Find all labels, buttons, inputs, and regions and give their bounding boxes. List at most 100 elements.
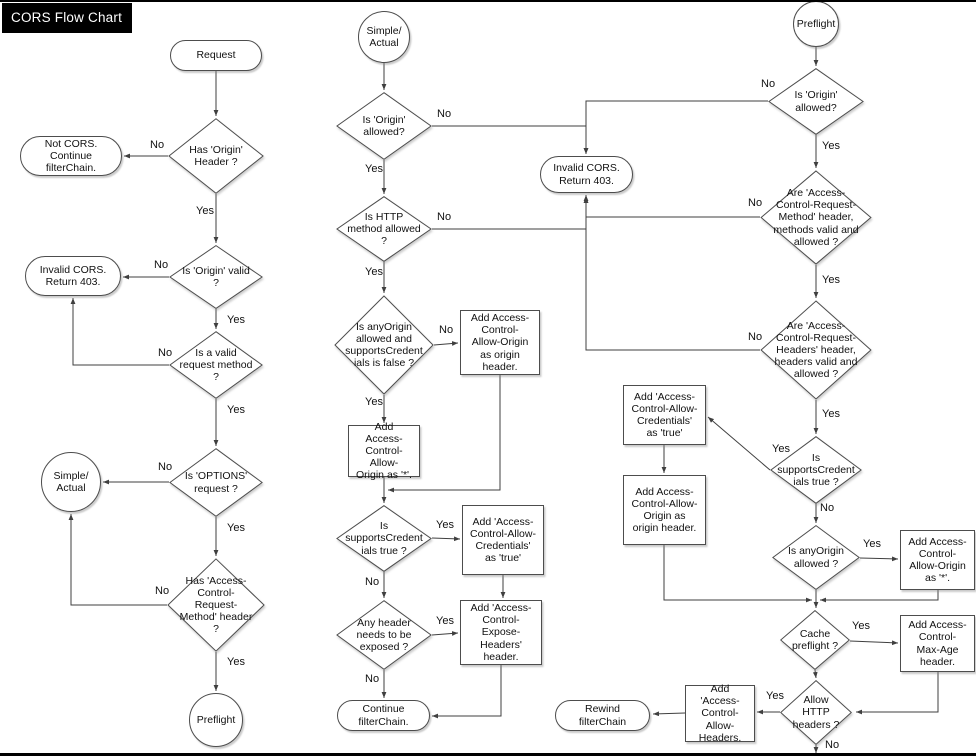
edge-label: Yes — [436, 615, 454, 627]
connector-simple-actual-mid: Simple/ Actual — [358, 11, 410, 63]
diamond-shape — [770, 436, 862, 504]
decision-has-acr-method-header: Has 'Access-Control-Request-Method' head… — [167, 558, 265, 652]
connector — [70, 298, 169, 366]
edge-label: Yes — [772, 443, 790, 455]
terminator-rewind-filterchain: Rewind filterChain — [555, 700, 650, 731]
connector — [431, 631, 459, 636]
decision-anyorigin-allowed-right: Is anyOrigin allowed ? — [772, 525, 860, 590]
bottom-border-line — [0, 753, 976, 756]
edge-label: No — [150, 139, 165, 151]
edge-label: No — [761, 78, 776, 90]
decision-http-method-allowed: Is HTTP method allowed ? — [336, 196, 432, 262]
edge-label: No — [158, 347, 173, 359]
diamond-shape — [169, 331, 263, 399]
process-add-credentials-right: Add 'Access-Control-Allow-Credentials' a… — [623, 385, 706, 445]
edge-label: No — [154, 259, 169, 271]
connector — [583, 197, 760, 351]
decision-valid-request-method: Is a valid request method ? — [169, 331, 263, 399]
edge-label: No — [437, 211, 452, 223]
connector-preflight-right: Preflight — [793, 1, 839, 47]
edge-label: Yes — [196, 205, 214, 217]
decision-allow-http-headers: Allow HTTP headers ? — [780, 680, 852, 745]
connector — [432, 195, 589, 230]
terminator-request: Request — [170, 40, 262, 71]
connector — [663, 545, 812, 603]
diamond-shape — [169, 245, 263, 309]
edge-label: Yes — [766, 690, 784, 702]
decision-supports-credentials-right: Is supportsCredent ials true ? — [770, 436, 862, 504]
edge-label: No — [820, 502, 835, 514]
connector — [707, 416, 771, 471]
edge-label: Yes — [227, 656, 245, 668]
connector-preflight-left: Preflight — [189, 693, 243, 747]
decision-options-request: Is 'OPTIONS' request ? — [169, 448, 263, 517]
diamond-shape — [336, 600, 432, 670]
diamond-shape — [768, 68, 864, 135]
connector — [431, 536, 461, 542]
edge-label: No — [748, 197, 763, 209]
decision-supports-credentials-mid: Is supportsCredent ials true ? — [336, 505, 432, 572]
process-add-expose-headers: Add 'Access-Control-Expose-Headers' head… — [460, 600, 542, 665]
edge-label: Yes — [365, 163, 383, 175]
connector — [849, 640, 899, 646]
edge-label: Yes — [227, 314, 245, 326]
diamond-shape — [336, 92, 432, 160]
top-border-line — [0, 0, 976, 2]
diamond-shape — [780, 610, 850, 670]
process-add-origin-star-right: Add Access-Control-Allow-Origin as '*'. — [900, 530, 975, 590]
connector — [820, 590, 939, 603]
edge-label: Yes — [365, 266, 383, 278]
edge-label: No — [158, 461, 173, 473]
decision-acr-headers-valid: Are 'Access-Control-Request-Headers' hea… — [760, 300, 872, 400]
diamond-shape — [780, 680, 852, 745]
connector — [388, 375, 501, 493]
edge-label: Yes — [227, 522, 245, 534]
process-add-origin-star-mid: Add Access-Control-Allow-Origin as '*'. — [348, 421, 420, 481]
diamond-shape — [336, 505, 432, 572]
connector — [432, 665, 502, 719]
decision-origin-allowed-mid: Is 'Origin' allowed? — [336, 92, 432, 160]
diamond-shape — [760, 170, 872, 265]
process-add-origin-header-mid: Add Access-Control-Allow-Origin as origi… — [460, 310, 540, 375]
decision-cache-preflight: Cache preflight ? — [780, 610, 850, 670]
edge-label: No — [437, 108, 452, 120]
edge-label: Yes — [822, 274, 840, 286]
connector — [68, 514, 167, 606]
decision-any-header-exposed: Any header needs to be exposed ? — [336, 600, 432, 670]
chart-title: CORS Flow Chart — [2, 3, 133, 33]
connector — [583, 100, 768, 154]
diamond-shape — [334, 295, 434, 395]
edge-label: No — [439, 324, 454, 336]
connector — [652, 711, 686, 717]
connector — [812, 669, 818, 679]
terminator-invalid-cors-mid: Invalid CORS. Return 403. — [540, 156, 633, 193]
connector — [583, 197, 760, 218]
connector — [856, 672, 939, 715]
connector-simple-actual-left: Simple/ Actual — [41, 452, 101, 512]
decision-origin-allowed-right: Is 'Origin' allowed? — [768, 68, 864, 135]
diamond-shape — [336, 196, 432, 262]
edge-label: Yes — [822, 408, 840, 420]
edge-label: No — [365, 576, 380, 588]
edge-label: No — [155, 585, 170, 597]
edge-label: Yes — [852, 620, 870, 632]
process-add-allow-headers: Add 'Access-Control-Allow-Headers. — [685, 683, 755, 744]
edge-label: Yes — [365, 396, 383, 408]
edge-label: Yes — [822, 140, 840, 152]
edge-label: Yes — [227, 404, 245, 416]
diamond-shape — [772, 525, 860, 590]
edge-label: Yes — [863, 538, 881, 550]
diamond-shape — [168, 118, 264, 194]
diamond-shape — [760, 300, 872, 400]
process-add-max-age: Add Access-Control-Max-Age header. — [900, 615, 975, 672]
decision-acr-method-valid: Are 'Access-Control-Request-Method' head… — [760, 170, 872, 265]
edge-label: Yes — [436, 519, 454, 531]
edge-label: No — [365, 673, 380, 685]
decision-origin-valid: Is 'Origin' valid ? — [169, 245, 263, 309]
diamond-shape — [167, 558, 265, 652]
connector — [433, 341, 459, 346]
connector — [432, 125, 589, 154]
decision-anyorigin-credentials-false: Is anyOrigin allowed and supportsCredent… — [334, 295, 434, 395]
